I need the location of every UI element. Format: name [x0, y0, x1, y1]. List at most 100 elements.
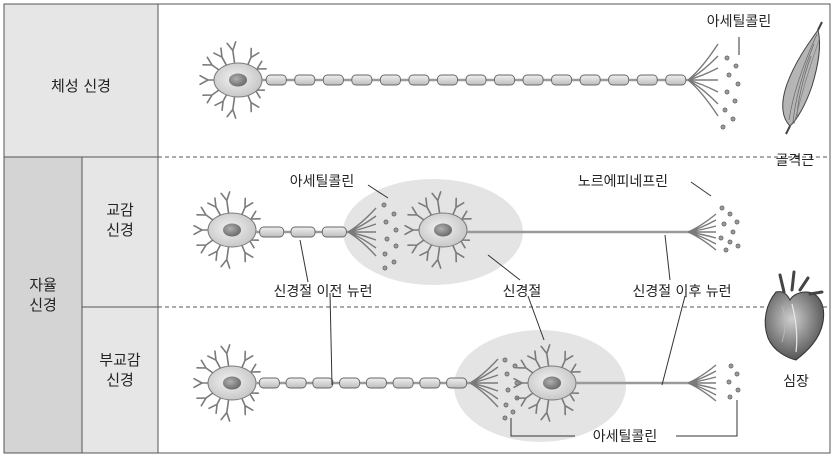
ach-label-parasympathetic: 아세틸콜린: [593, 429, 657, 445]
parasympathetic-preganglionic-neuron: [193, 344, 520, 422]
myelin-sheath: [392, 377, 414, 389]
preganglionic-label: 신경절 이전 뉴런: [273, 284, 372, 300]
ach-label-somatic: 아세틸콜린: [707, 14, 771, 30]
neurotransmitter-dot: [382, 265, 388, 271]
sympathetic-header-cell: [81, 156, 159, 308]
myelin-sheath: [437, 74, 458, 86]
myelin-sheath: [258, 377, 280, 389]
neurotransmitter-dot: [721, 221, 727, 227]
neurotransmitter-dot: [727, 394, 733, 400]
postganglionic-label: 신경절 이후 뉴런: [632, 284, 731, 300]
neurotransmitter-dot: [383, 219, 389, 225]
neurotransmitter-dot: [393, 243, 399, 249]
neurotransmitter-dot: [726, 379, 732, 385]
annotation-leaders: [299, 37, 740, 437]
myelin-sheath: [636, 74, 658, 86]
myelin-sheath: [322, 74, 344, 86]
neurotransmitter-dot: [734, 219, 740, 225]
myelin-sheath: [494, 74, 515, 86]
nucleus: [434, 223, 452, 237]
neuron-layer: [193, 41, 741, 422]
somatic-neuron: [199, 41, 741, 130]
axon-terminal: [687, 213, 717, 251]
neurotransmitter-dot: [730, 116, 736, 122]
norepinephrine-label: 노르에피네프린: [578, 174, 668, 190]
neurotransmitter-dot: [502, 415, 508, 421]
myelin-sheath: [294, 74, 316, 86]
axon-terminal: [687, 364, 717, 402]
neurotransmitter-dot: [724, 55, 730, 61]
somatic-label: 체성 신경: [51, 77, 111, 95]
sympathetic-preganglionic-neuron: [193, 191, 399, 271]
myelin-sheath: [321, 226, 347, 238]
parasympathetic-postganglionic-neuron: [513, 344, 741, 422]
myelin-sheath: [285, 377, 307, 389]
diagram-frame: [157, 3, 831, 454]
nucleus: [543, 376, 561, 390]
myelin-sheath: [259, 226, 285, 238]
neurotransmitter-dot: [391, 259, 397, 265]
myelin-sheath: [379, 74, 401, 86]
parasympathetic-header-cell: [81, 306, 159, 454]
heart-icon: [764, 270, 825, 361]
neurotransmitter-dot: [391, 211, 397, 217]
neurotransmitter-dot: [728, 363, 734, 369]
myelin-sheath: [665, 74, 687, 86]
neurotransmitter-dot: [720, 124, 726, 130]
neurotransmitter-dot: [726, 72, 732, 78]
neurotransmitter-dot: [730, 229, 736, 235]
neurotransmitter-dot: [719, 205, 725, 211]
neurotransmitter-dot: [735, 243, 741, 249]
myelin-sheath: [608, 74, 630, 86]
myelin-sheath: [351, 74, 373, 86]
neurotransmitter-dot: [722, 107, 728, 113]
neurotransmitter-dot: [735, 81, 741, 87]
myelin-sheath: [551, 74, 573, 86]
neurotransmitter-dot: [733, 63, 739, 69]
somatic-header-cell: [3, 3, 159, 158]
neurotransmitter-dot: [734, 371, 740, 377]
neurotransmitter-dot: [503, 402, 509, 408]
skeletal-muscle-icon: [782, 21, 823, 135]
myelin-sheath: [419, 377, 441, 389]
neurotransmitter-dot: [512, 363, 518, 369]
neurotransmitter-dot: [505, 387, 511, 393]
neurotransmitter-dot: [510, 409, 516, 415]
heart-label: 심장: [783, 374, 809, 390]
sympathetic-postganglionic-neuron: [404, 191, 741, 269]
ach-label-sympathetic: 아세틸콜린: [290, 174, 354, 190]
myelin-sheath: [408, 74, 430, 86]
neurotransmitter-dot: [724, 89, 730, 95]
neurotransmitter-dot: [727, 211, 733, 217]
neurotransmitter-dot: [384, 236, 390, 242]
myelin-sheath: [312, 377, 334, 389]
neurotransmitter-dot: [393, 227, 399, 233]
autonomic-header-cell: [3, 156, 83, 454]
nucleus: [229, 73, 247, 87]
neurotransmitter-dot: [723, 247, 729, 253]
axon-terminal: [347, 207, 377, 257]
myelin-sheath: [265, 74, 287, 86]
skeletal-muscle-label: 골격근: [776, 153, 815, 169]
neurotransmitter-dot: [727, 239, 733, 245]
neurotransmitter-dot: [732, 98, 738, 104]
nucleus: [223, 376, 241, 390]
neurotransmitter-dot: [382, 251, 388, 257]
axon-terminal: [469, 358, 499, 408]
neurotransmitter-dot: [504, 371, 510, 377]
myelin-sheath: [290, 226, 316, 238]
myelin-sheath: [579, 74, 601, 86]
myelin-sheath: [522, 74, 544, 86]
neurotransmitter-dot: [502, 357, 508, 363]
ganglion-label: 신경절: [503, 284, 542, 300]
myelin-sheath: [339, 377, 361, 389]
nucleus: [223, 223, 241, 237]
neurotransmitter-dot: [381, 202, 387, 208]
myelin-sheath: [446, 377, 468, 389]
myelin-sheath: [465, 74, 487, 86]
